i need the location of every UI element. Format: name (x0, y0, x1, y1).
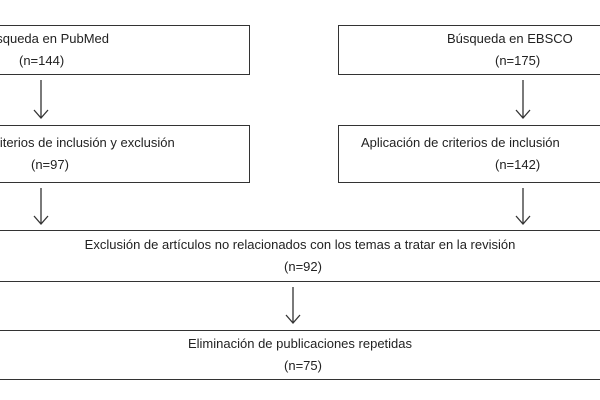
elimination-count: (n=75) (284, 358, 322, 373)
elimination-label: Eliminación de publicaciones repetidas (187, 336, 413, 351)
arrow-right-criteria-to-exclusion (515, 188, 531, 225)
exclusion-box: Exclusión de artículos no relacionados c… (0, 230, 600, 282)
elimination-box: Eliminación de publicaciones repetidas (… (0, 330, 600, 380)
pubmed-search-label: úsqueda en PubMed (0, 31, 109, 46)
ebsco-search-box: Búsqueda en EBSCO (n=175) (338, 25, 600, 75)
arrow-pubmed-to-criteria (33, 80, 49, 119)
left-criteria-box: criterios de inclusión y exclusión (n=97… (0, 125, 250, 183)
pubmed-search-count: (n=144) (19, 53, 65, 68)
exclusion-count: (n=92) (284, 259, 322, 274)
right-criteria-count: (n=142) (495, 157, 541, 172)
arrow-ebsco-to-criteria (515, 80, 531, 119)
arrow-left-criteria-to-exclusion (33, 188, 49, 225)
exclusion-label: Exclusión de artículos no relacionados c… (84, 237, 516, 252)
arrow-exclusion-to-elimination (285, 287, 301, 324)
right-criteria-box: Aplicación de criterios de inclusión (n=… (338, 125, 600, 183)
right-criteria-label: Aplicación de criterios de inclusión (361, 135, 560, 150)
ebsco-search-count: (n=175) (495, 53, 541, 68)
ebsco-search-label: Búsqueda en EBSCO (447, 31, 573, 46)
left-criteria-count: (n=97) (31, 157, 69, 172)
pubmed-search-box: úsqueda en PubMed (n=144) (0, 25, 250, 75)
left-criteria-label: criterios de inclusión y exclusión (0, 135, 175, 150)
